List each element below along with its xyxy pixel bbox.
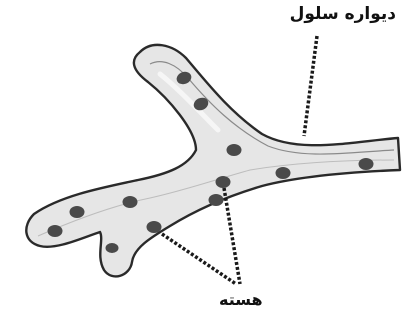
nucleus-dot [106,243,119,253]
cell-wall-label: دیواره سلول [290,4,396,24]
nucleus-dot [227,144,242,156]
nucleus-dot [70,206,85,218]
nucleus-dot [276,167,291,179]
nucleus-dot [209,194,224,206]
nucleus-dot [359,158,374,170]
cell-wall-pointer [304,36,317,136]
nucleus-dot [48,225,63,237]
nucleus-dot [123,196,138,208]
nucleus-pointer-left [162,234,236,284]
nucleus-label: هسته [219,290,263,309]
nucleus-dot [147,221,162,233]
nucleus-dot [216,176,231,188]
nucleus-pointer-right [224,188,240,284]
